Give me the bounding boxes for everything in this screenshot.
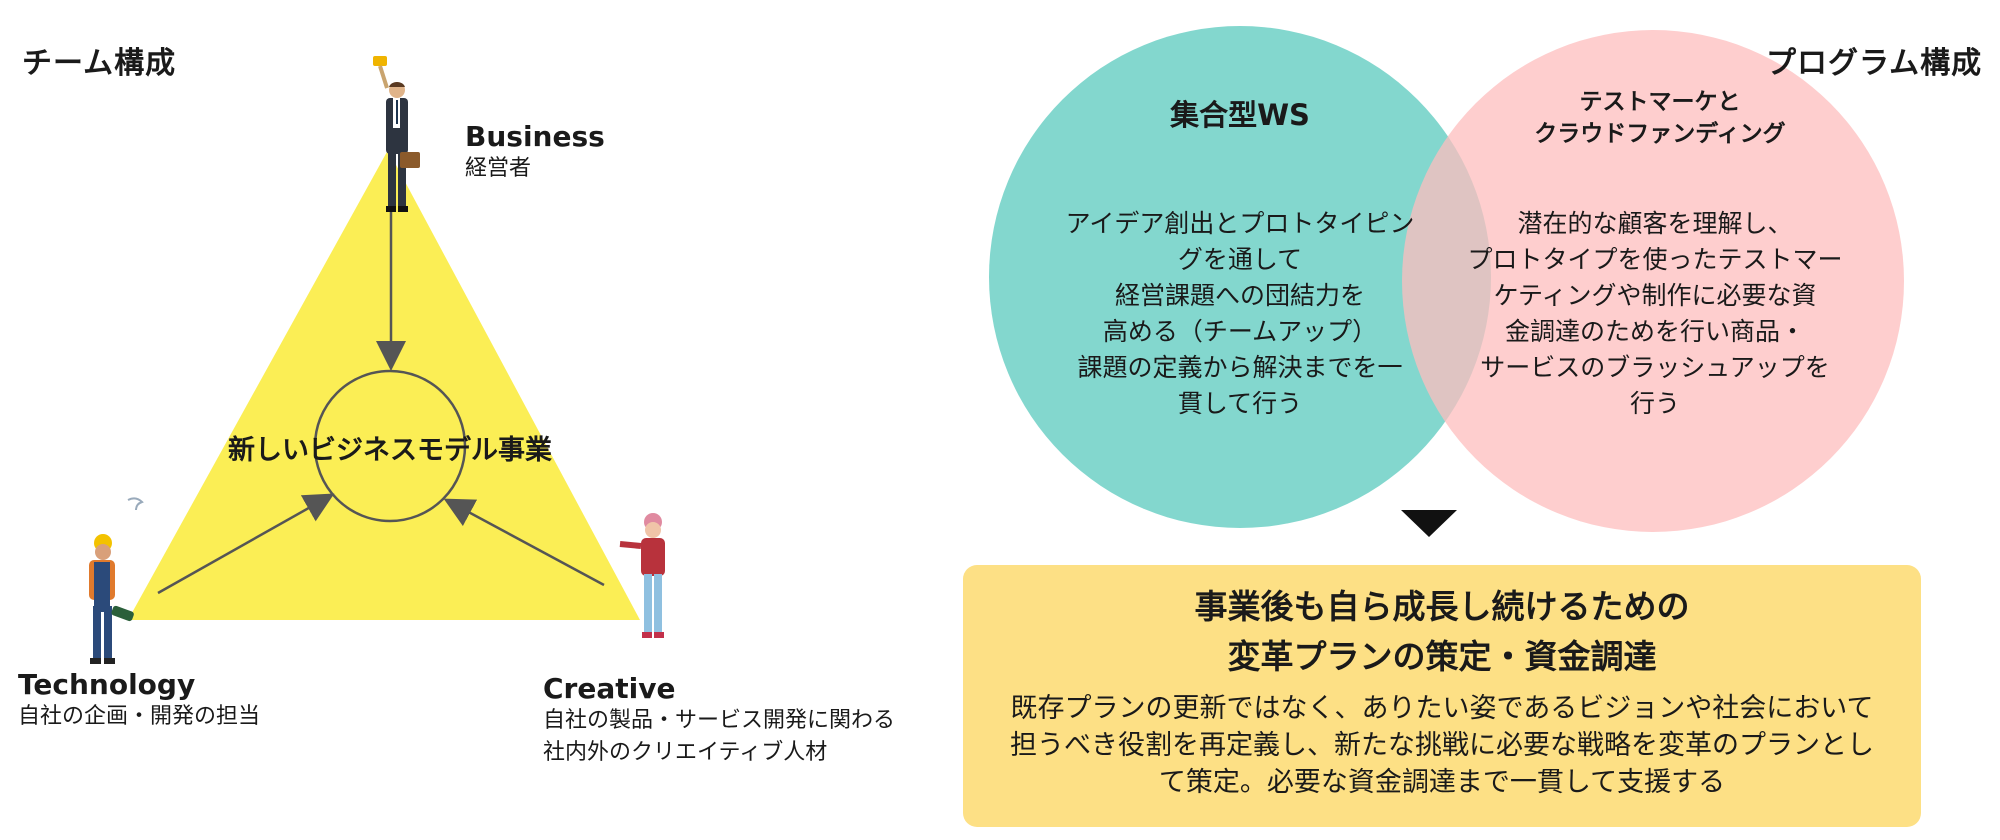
circle-right-line: プロトタイプを使ったテストマー	[1467, 245, 1843, 274]
down-arrow-icon	[1401, 510, 1457, 537]
technology-role: Technology 自社の企画・開発の担当	[18, 668, 260, 733]
result-body-line: 担うべき役割を再定義し、新たな挑戦に必要な戦略を変革のプランとし	[1010, 730, 1874, 761]
creative-role-desc-line2: 社内外のクリエイティブ人材	[543, 740, 828, 765]
circle-right-line: ケティングや制作に必要な資	[1493, 281, 1817, 310]
venn-circle-right	[1402, 30, 1904, 532]
circle-right-line: サービスのブラッシュアップを	[1480, 353, 1830, 382]
business-person-icon	[373, 56, 420, 212]
circle-right-title-line1: テストマーケと	[1579, 89, 1741, 115]
technology-role-name: Technology	[18, 668, 196, 701]
circle-left-line: 高める（チームアップ）	[1102, 317, 1378, 346]
circle-right-title-line2: クラウドファンディング	[1534, 121, 1786, 147]
creative-role-name: Creative	[543, 672, 676, 705]
team-triangle	[128, 150, 640, 620]
center-label: 新しいビジネスモデル事業	[228, 435, 552, 466]
business-role-name: Business	[465, 120, 605, 153]
circle-left-line: 課題の定義から解決までを一	[1077, 353, 1403, 382]
result-body-line: 既存プランの更新ではなく、ありたい姿であるビジョンや社会において	[1010, 693, 1874, 724]
circle-left-line: アイデア創出とプロトタイピン	[1065, 209, 1415, 238]
center-circle	[313, 369, 467, 523]
program-section-title: プログラム構成	[1766, 46, 1983, 81]
circle-left-title: 集合型WS	[1170, 98, 1310, 132]
circle-left-body: アイデア創出とプロトタイピン グを通して 経営課題への団結力を 高める（チームア…	[1030, 206, 1450, 422]
circle-right-line: 行う	[1629, 389, 1680, 418]
circle-left-line: グを通して	[1177, 245, 1303, 274]
circle-right-line: 潜在的な顧客を理解し、	[1517, 209, 1793, 238]
team-section-title: チーム構成	[22, 46, 177, 81]
arrow-technology-to-center	[157, 493, 335, 595]
venn-circle-left	[989, 26, 1491, 528]
result-title-line1: 事業後も自ら成長し続けるための	[1194, 587, 1690, 626]
circle-right-body: 潜在的な顧客を理解し、 プロトタイプを使ったテストマー ケティングや制作に必要な…	[1445, 206, 1865, 422]
circle-left-line: 貫して行う	[1177, 389, 1303, 418]
circle-left-line: 経営課題への団結力を	[1114, 281, 1365, 310]
result-title-line2: 変革プランの策定・資金調達	[1227, 637, 1657, 676]
creative-role: Creative 自社の製品・サービス開発に関わる 社内外のクリエイティブ人材	[543, 672, 895, 769]
business-role-desc: 経営者	[465, 156, 532, 181]
creative-role-desc-line1: 自社の製品・サービス開発に関わる	[543, 708, 896, 733]
creative-person-icon	[619, 513, 665, 638]
business-role: Business 経営者	[465, 120, 605, 185]
result-body-line: て策定。必要な資金調達まで一貫して支援する	[1158, 767, 1726, 798]
result-content: 事業後も自ら成長し続けるための 変革プランの策定・資金調達 既存プランの更新では…	[963, 582, 1921, 801]
technology-person-icon	[89, 497, 144, 664]
arrow-creative-to-center	[443, 498, 605, 587]
technology-role-desc: 自社の企画・開発の担当	[18, 704, 261, 729]
circle-right-title: テストマーケと クラウドファンディング	[1500, 86, 1820, 150]
result-box	[963, 565, 1921, 827]
circle-right-line: 金調達のためを行い商品・	[1504, 317, 1805, 346]
